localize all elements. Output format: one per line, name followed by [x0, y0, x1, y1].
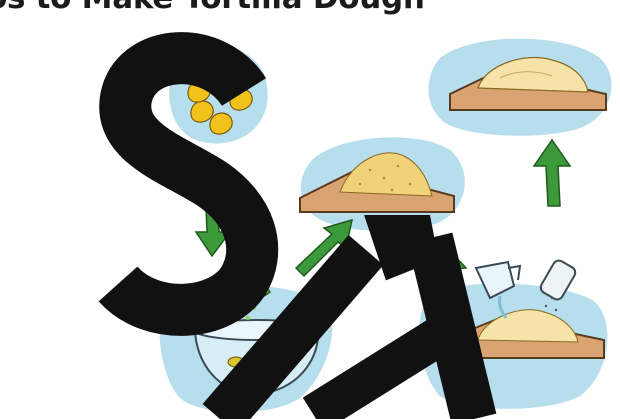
arrow-up-icon: [534, 140, 570, 206]
step-finished-dough: [428, 39, 611, 136]
